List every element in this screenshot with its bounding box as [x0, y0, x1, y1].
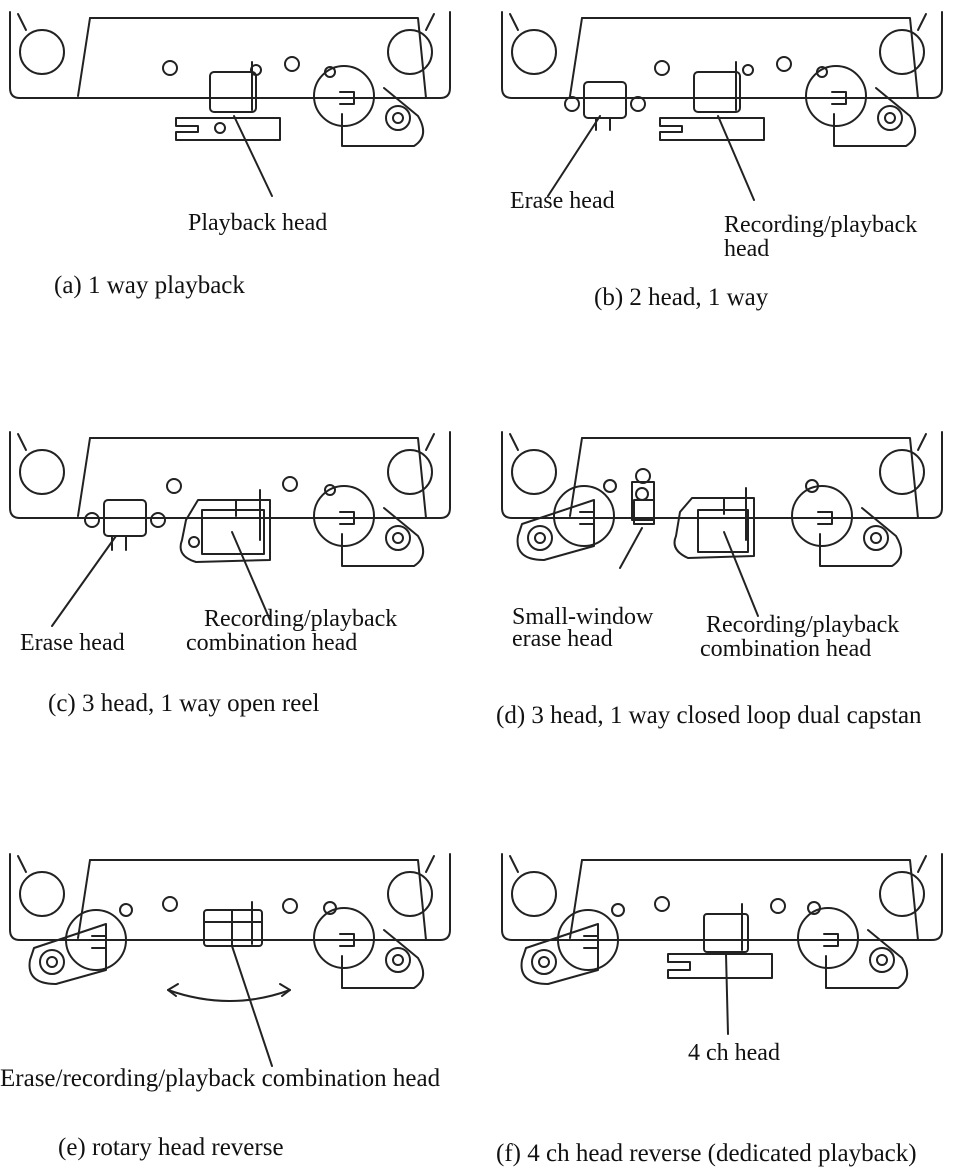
panel-c-drawing	[9, 431, 451, 627]
label-small-window-1: Small-window	[512, 604, 654, 630]
label-small-window-2: erase head	[512, 626, 613, 652]
panel-b-drawing	[501, 11, 943, 201]
label-rec-play-d-1: Recording/playback	[706, 612, 900, 638]
caption-a: (a) 1 way playback	[54, 272, 245, 299]
label-rec-play-b-2: head	[724, 236, 770, 262]
caption-e: (e) rotary head reverse	[58, 1134, 284, 1161]
label-rec-play-d-2: combination head	[700, 636, 872, 662]
caption-d: (d) 3 head, 1 way closed loop dual capst…	[496, 702, 922, 729]
label-rec-play-b-1: Recording/playback	[724, 212, 918, 238]
caption-c: (c) 3 head, 1 way open reel	[48, 690, 320, 717]
panel-e-drawing	[9, 853, 451, 1067]
caption-f: (f) 4 ch head reverse (dedicated playbac…	[496, 1140, 917, 1167]
label-playback-head: Playback head	[188, 210, 328, 236]
label-erase-head-c: Erase head	[20, 630, 125, 656]
label-4ch-head: 4 ch head	[688, 1040, 780, 1066]
label-rec-play-c-1: Recording/playback	[204, 606, 398, 632]
label-erase-rec-play: Erase/recording/playback combination hea…	[0, 1065, 441, 1092]
label-erase-head-b: Erase head	[510, 188, 615, 214]
panel-a-drawing	[9, 11, 451, 197]
label-rec-play-c-2: combination head	[186, 630, 358, 656]
caption-b: (b) 2 head, 1 way	[594, 284, 769, 311]
panel-f-drawing	[501, 853, 943, 1035]
panel-d-drawing	[501, 431, 943, 617]
